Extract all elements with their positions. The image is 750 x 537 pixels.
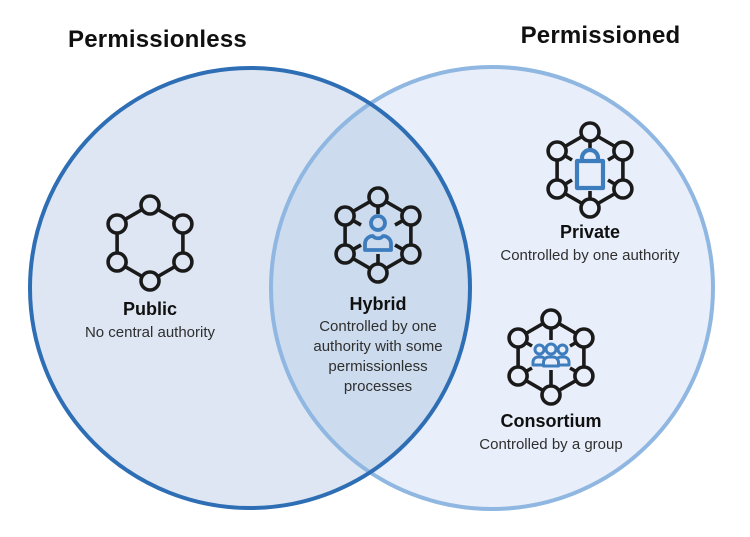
consortium-description: Controlled by a group: [479, 436, 623, 453]
overlap-region: [271, 68, 470, 508]
private-description: Controlled by one authority: [500, 247, 680, 264]
permissioned-circle-outline: [269, 65, 715, 511]
private-label: Private: [559, 222, 621, 242]
network-person-icon: [323, 180, 433, 290]
public-label: Public: [122, 299, 177, 319]
public-description: No central authority: [84, 324, 216, 341]
hybrid-description: Controlled by one authority with some pe…: [313, 318, 443, 395]
permissioned-title: Permissioned: [520, 22, 681, 49]
network-lock-icon: [535, 115, 645, 225]
permissionless-circle-outline: [28, 66, 472, 510]
network-icon: [95, 188, 205, 298]
network-people-icon: [496, 302, 606, 412]
consortium-label: Consortium: [500, 411, 602, 431]
hybrid-label: Hybrid: [349, 294, 407, 314]
permissionless-title: Permissionless: [68, 26, 247, 53]
